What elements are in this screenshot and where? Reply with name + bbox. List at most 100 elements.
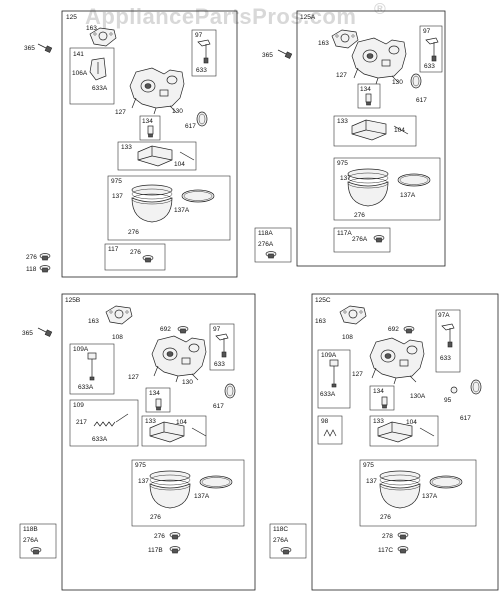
- part-label: 217: [76, 419, 87, 426]
- box-id: 141: [73, 51, 84, 58]
- subassembly-box: [69, 343, 115, 395]
- part-label: 117B: [148, 547, 163, 554]
- part-label: 276: [154, 533, 165, 540]
- part-label: 106A: [72, 70, 88, 77]
- watermark: AppliancePartsPros.com: [85, 4, 356, 29]
- part-label: 276A: [273, 537, 289, 544]
- gasket-part-drawing: [339, 305, 367, 325]
- part-label: 365: [262, 52, 273, 59]
- box-id: 117: [108, 246, 119, 253]
- nut-part-drawing: [169, 546, 181, 554]
- ring-part-drawing: [224, 383, 236, 399]
- subassembly-box: [209, 323, 235, 371]
- part-label: 108: [112, 334, 123, 341]
- box-id: 133: [121, 144, 132, 151]
- part-label: 633A: [78, 384, 94, 391]
- part-label: 617: [213, 403, 224, 410]
- subassembly-box: [69, 47, 115, 105]
- part-label: 137A: [194, 493, 210, 500]
- subassembly-box: [435, 309, 461, 373]
- part-label: 633A: [320, 391, 336, 398]
- bowl-part-drawing: [379, 470, 463, 509]
- subassembly-box: [359, 459, 477, 527]
- panel-125: 125 163 141 106A 633A 127 130 97 633 134…: [61, 10, 238, 278]
- subassembly-box: [357, 83, 381, 109]
- panel-125a: 125A 365 163 127 130 97 633 134 617 133 …: [262, 10, 446, 267]
- part-label: 163: [88, 318, 99, 325]
- part-label: 692: [160, 326, 171, 333]
- box-id: 117A: [337, 230, 352, 237]
- part-label: 276: [150, 514, 161, 521]
- box-id: 118B: [23, 526, 38, 533]
- part-label: 137: [112, 193, 123, 200]
- carb-part-drawing: [369, 337, 425, 385]
- panel-id: 125: [66, 14, 77, 21]
- part-label: 104: [406, 419, 417, 426]
- ring-part-drawing: [470, 379, 482, 395]
- box-id: 97: [213, 326, 221, 333]
- subassembly-box: [333, 115, 417, 147]
- part-label: 276A: [258, 241, 274, 248]
- part-label: 127: [115, 109, 126, 116]
- choke-part-drawing: [441, 323, 455, 348]
- subassembly-box: [419, 25, 443, 73]
- gasket-part-drawing: [105, 305, 133, 325]
- smallpart-part-drawing: [147, 125, 154, 138]
- part-label: 276A: [23, 537, 39, 544]
- part-label: 118: [26, 266, 37, 273]
- smallpart-part-drawing: [365, 93, 372, 106]
- float-part-drawing: [137, 145, 195, 167]
- nut-part-drawing: [177, 326, 189, 334]
- part-label: 137A: [400, 192, 416, 199]
- part-label: 127: [352, 371, 363, 378]
- part-label: 130: [172, 108, 183, 115]
- subassembly-box: [333, 157, 441, 221]
- part-label: 617: [460, 415, 471, 422]
- part-label: 276: [26, 254, 37, 261]
- box-id: 133: [373, 418, 384, 425]
- part-label: 163: [315, 318, 326, 325]
- box-id: 118A: [258, 230, 273, 237]
- subassembly-box: [333, 227, 391, 253]
- panel-id: 125A: [300, 14, 316, 21]
- part-label: 137A: [422, 493, 438, 500]
- part-label: 130: [392, 79, 403, 86]
- nut-part-drawing: [30, 547, 42, 555]
- side-box-118c: 118C 276A: [269, 523, 307, 559]
- part-label: 365: [24, 45, 35, 52]
- box-id: 109A: [73, 346, 89, 353]
- subassembly-box: [369, 385, 395, 411]
- bowl-part-drawing: [347, 168, 431, 207]
- box-id: 97: [423, 28, 431, 35]
- part-label: 95: [444, 397, 452, 404]
- part-label: 127: [336, 72, 347, 79]
- side-box-118b: 118B 276A: [19, 523, 57, 559]
- subassembly-box: [131, 459, 245, 527]
- box-id: 134: [149, 390, 160, 397]
- part-label: 137A: [174, 207, 190, 214]
- part-label: 163: [86, 25, 97, 32]
- smallpart-part-drawing: [381, 396, 388, 409]
- watermark-registered-mark: ®: [374, 1, 386, 18]
- part-label: 633: [196, 67, 207, 74]
- nut-part-drawing: [169, 532, 181, 540]
- needle-part-drawing: [87, 352, 97, 381]
- screw-part-drawing: [277, 49, 293, 59]
- box-id: 134: [360, 86, 371, 93]
- bowl-part-drawing: [131, 184, 215, 223]
- bowl-part-drawing: [149, 470, 233, 509]
- box-id: 97: [195, 32, 203, 39]
- part-label: 633: [424, 63, 435, 70]
- nut-part-drawing: [142, 255, 154, 263]
- subassembly-box: [369, 415, 439, 447]
- subassembly-box: [317, 415, 343, 445]
- part-label: 163: [318, 40, 329, 47]
- carb-part-drawing: [151, 335, 207, 383]
- choke-part-drawing: [197, 39, 211, 64]
- side-box-118a: 118A 276A: [254, 227, 292, 263]
- spring-part-drawing: [93, 413, 129, 427]
- box-id: 133: [145, 418, 156, 425]
- ring-part-drawing: [410, 73, 422, 89]
- subassembly-box: [107, 175, 231, 241]
